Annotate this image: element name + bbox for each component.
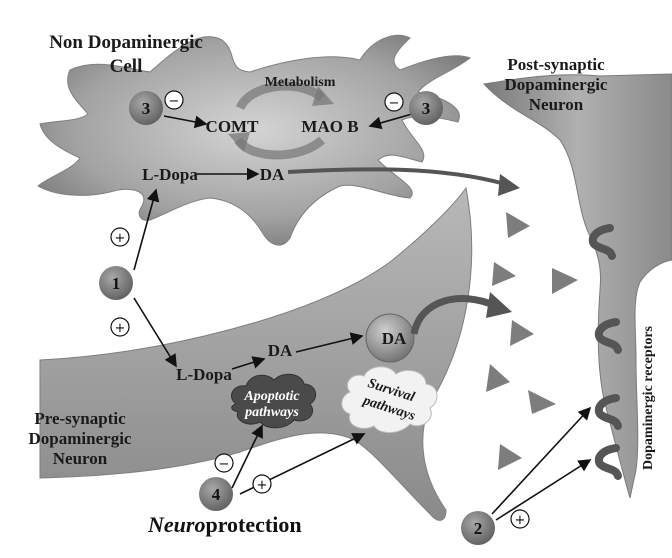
metabolism-label: Metabolism	[265, 75, 336, 90]
comt-label: COMT	[206, 117, 260, 136]
svg-text:+: +	[115, 321, 126, 336]
post-synaptic-title-line3: Neuron	[529, 95, 584, 114]
svg-text:+: +	[515, 513, 526, 528]
badge-3-left: 3	[129, 91, 163, 125]
apoptotic-label-line2: pathways	[244, 405, 299, 420]
dopaminergic-receptors	[588, 224, 622, 480]
da-vesicle-label: DA	[382, 329, 407, 348]
svg-text:−: −	[169, 94, 180, 109]
ldopa-bottom-label: L-Dopa	[176, 365, 232, 384]
sign-minus-comt: −	[164, 90, 184, 110]
release-arrow-bottom	[410, 295, 498, 335]
da-top-label: DA	[260, 165, 285, 184]
da-bottom-label: DA	[268, 341, 293, 360]
survival-pathways-cloud	[341, 366, 438, 433]
ldopa-top-label: L-Dopa	[142, 165, 198, 184]
sign-plus-survival: +	[252, 474, 272, 494]
sign-plus-bottom: +	[110, 317, 130, 337]
post-synaptic-title-line1: Post-synaptic	[507, 55, 605, 74]
pre-synaptic-title-line3: Neuron	[53, 449, 108, 468]
release-arrow-top	[287, 167, 506, 186]
dopamine-molecules	[486, 212, 578, 470]
apoptotic-label-line1: Apoptotic	[243, 389, 300, 404]
svg-text:2: 2	[474, 519, 483, 538]
svg-text:4: 4	[212, 485, 221, 504]
maob-label: MAO B	[301, 117, 358, 136]
sign-minus-maob: −	[384, 92, 404, 112]
apoptotic-pathways-cloud	[231, 373, 317, 429]
svg-text:−: −	[389, 96, 400, 111]
neuroprotection-label: Neuroprotection	[147, 512, 302, 537]
dopaminergic-receptors-label: Dopaminergic receptors	[641, 325, 656, 470]
sign-minus-apoptotic: −	[214, 453, 234, 473]
non-dopaminergic-title-line1: Non Dopaminergic	[49, 32, 203, 53]
badge-3-right: 3	[409, 91, 443, 125]
sign-plus-receptor: +	[510, 509, 530, 529]
svg-text:1: 1	[112, 274, 121, 293]
pre-synaptic-title-line2: Dopaminergic	[29, 429, 132, 448]
svg-text:3: 3	[142, 99, 151, 118]
svg-text:+: +	[257, 478, 268, 493]
non-dopaminergic-title-line2: Cell	[110, 56, 143, 77]
da-vesicle	[365, 313, 415, 363]
svg-text:−: −	[219, 457, 230, 472]
svg-text:+: +	[115, 231, 126, 246]
badge-1: 1	[99, 266, 133, 300]
post-synaptic-neuron	[483, 73, 672, 499]
post-synaptic-title-line2: Dopaminergic	[505, 75, 608, 94]
pre-synaptic-title-line1: Pre-synaptic	[34, 409, 126, 428]
badge-4: 4	[199, 477, 233, 511]
sign-plus-top: +	[110, 227, 130, 247]
badge-2: 2	[461, 511, 495, 545]
non-dopaminergic-cell	[37, 34, 471, 246]
svg-text:3: 3	[422, 99, 431, 118]
